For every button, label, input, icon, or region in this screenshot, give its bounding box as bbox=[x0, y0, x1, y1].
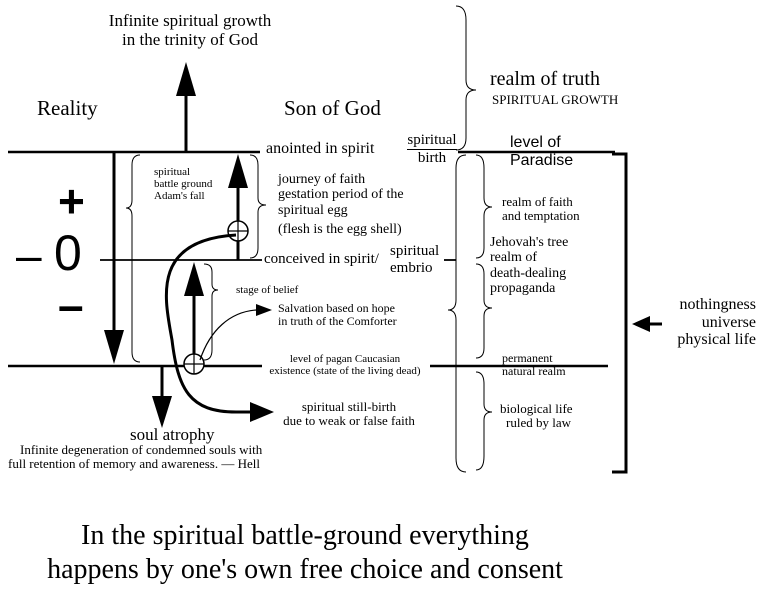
caption: In the spiritual battle-ground everythin… bbox=[47, 520, 563, 585]
atrophy-arrow-head bbox=[152, 396, 172, 428]
biological-brace bbox=[475, 371, 493, 471]
faith-arrow-head bbox=[228, 154, 248, 188]
belief-brace bbox=[203, 263, 219, 361]
truth-brace bbox=[455, 5, 477, 151]
conceived-label: conceived in spirit/ bbox=[264, 251, 379, 267]
minus-sign: – bbox=[58, 279, 84, 331]
reality-label: Reality bbox=[37, 96, 98, 120]
nothingness-bracket bbox=[612, 152, 628, 474]
stage-of-belief-label: stage of belief bbox=[236, 284, 299, 296]
growth-arrow-head bbox=[176, 62, 196, 96]
minus-left: – bbox=[16, 229, 42, 281]
soul-atrophy-label: soul atrophy bbox=[130, 425, 215, 444]
faith-realm-brace bbox=[475, 154, 493, 259]
still-birth-arrow-head bbox=[250, 402, 274, 422]
anointed-label: anointed in spirit bbox=[266, 140, 375, 157]
son-of-god-label: Son of God bbox=[284, 96, 381, 120]
belief-arrow-head bbox=[184, 262, 204, 296]
zero-label: 0 bbox=[54, 225, 82, 281]
spiritual-birth-label: spiritual birth bbox=[407, 132, 457, 166]
journey-brace bbox=[249, 154, 267, 259]
salvation-pointer bbox=[199, 309, 257, 361]
hell-description: Infinite degeneration of condemned souls… bbox=[8, 442, 263, 472]
jehovah-brace bbox=[475, 263, 493, 359]
battle-ground-brace bbox=[125, 154, 141, 363]
still-birth-curve bbox=[164, 233, 250, 414]
nothingness-arrow-head bbox=[632, 316, 650, 332]
plus-sign: + bbox=[58, 175, 85, 227]
whole-brace bbox=[447, 154, 467, 473]
spiritual-growth-label: SPIRITUAL GROWTH bbox=[492, 92, 619, 107]
realm-of-truth-label: realm of truth bbox=[490, 68, 600, 90]
reality-arrow-head bbox=[104, 330, 124, 364]
